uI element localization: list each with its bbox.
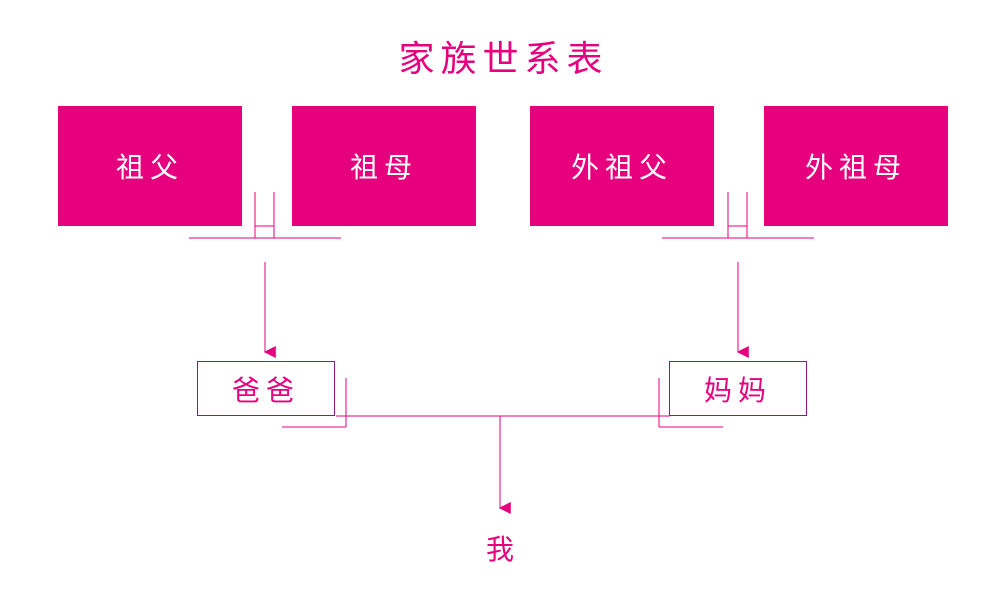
box-maternal-grandmother: 外祖母 [764,106,948,226]
box-maternal-grandfather-label: 外祖父 [570,151,673,184]
box-maternal-grandmother-label: 外祖母 [804,151,907,184]
box-maternal-grandfather: 外祖父 [530,106,714,226]
label-me: 我 [485,533,514,566]
box-grandmother: 祖母 [292,106,476,226]
box-grandfather-label: 祖父 [115,151,184,184]
box-mother: 妈妈 [669,361,807,416]
box-father-label: 爸爸 [231,373,300,407]
box-grandmother-label: 祖母 [349,151,418,184]
box-grandfather: 祖父 [58,106,242,226]
page-title: 家族世系表 [398,39,609,80]
box-father: 爸爸 [197,361,335,416]
box-mother-label: 妈妈 [703,373,772,407]
